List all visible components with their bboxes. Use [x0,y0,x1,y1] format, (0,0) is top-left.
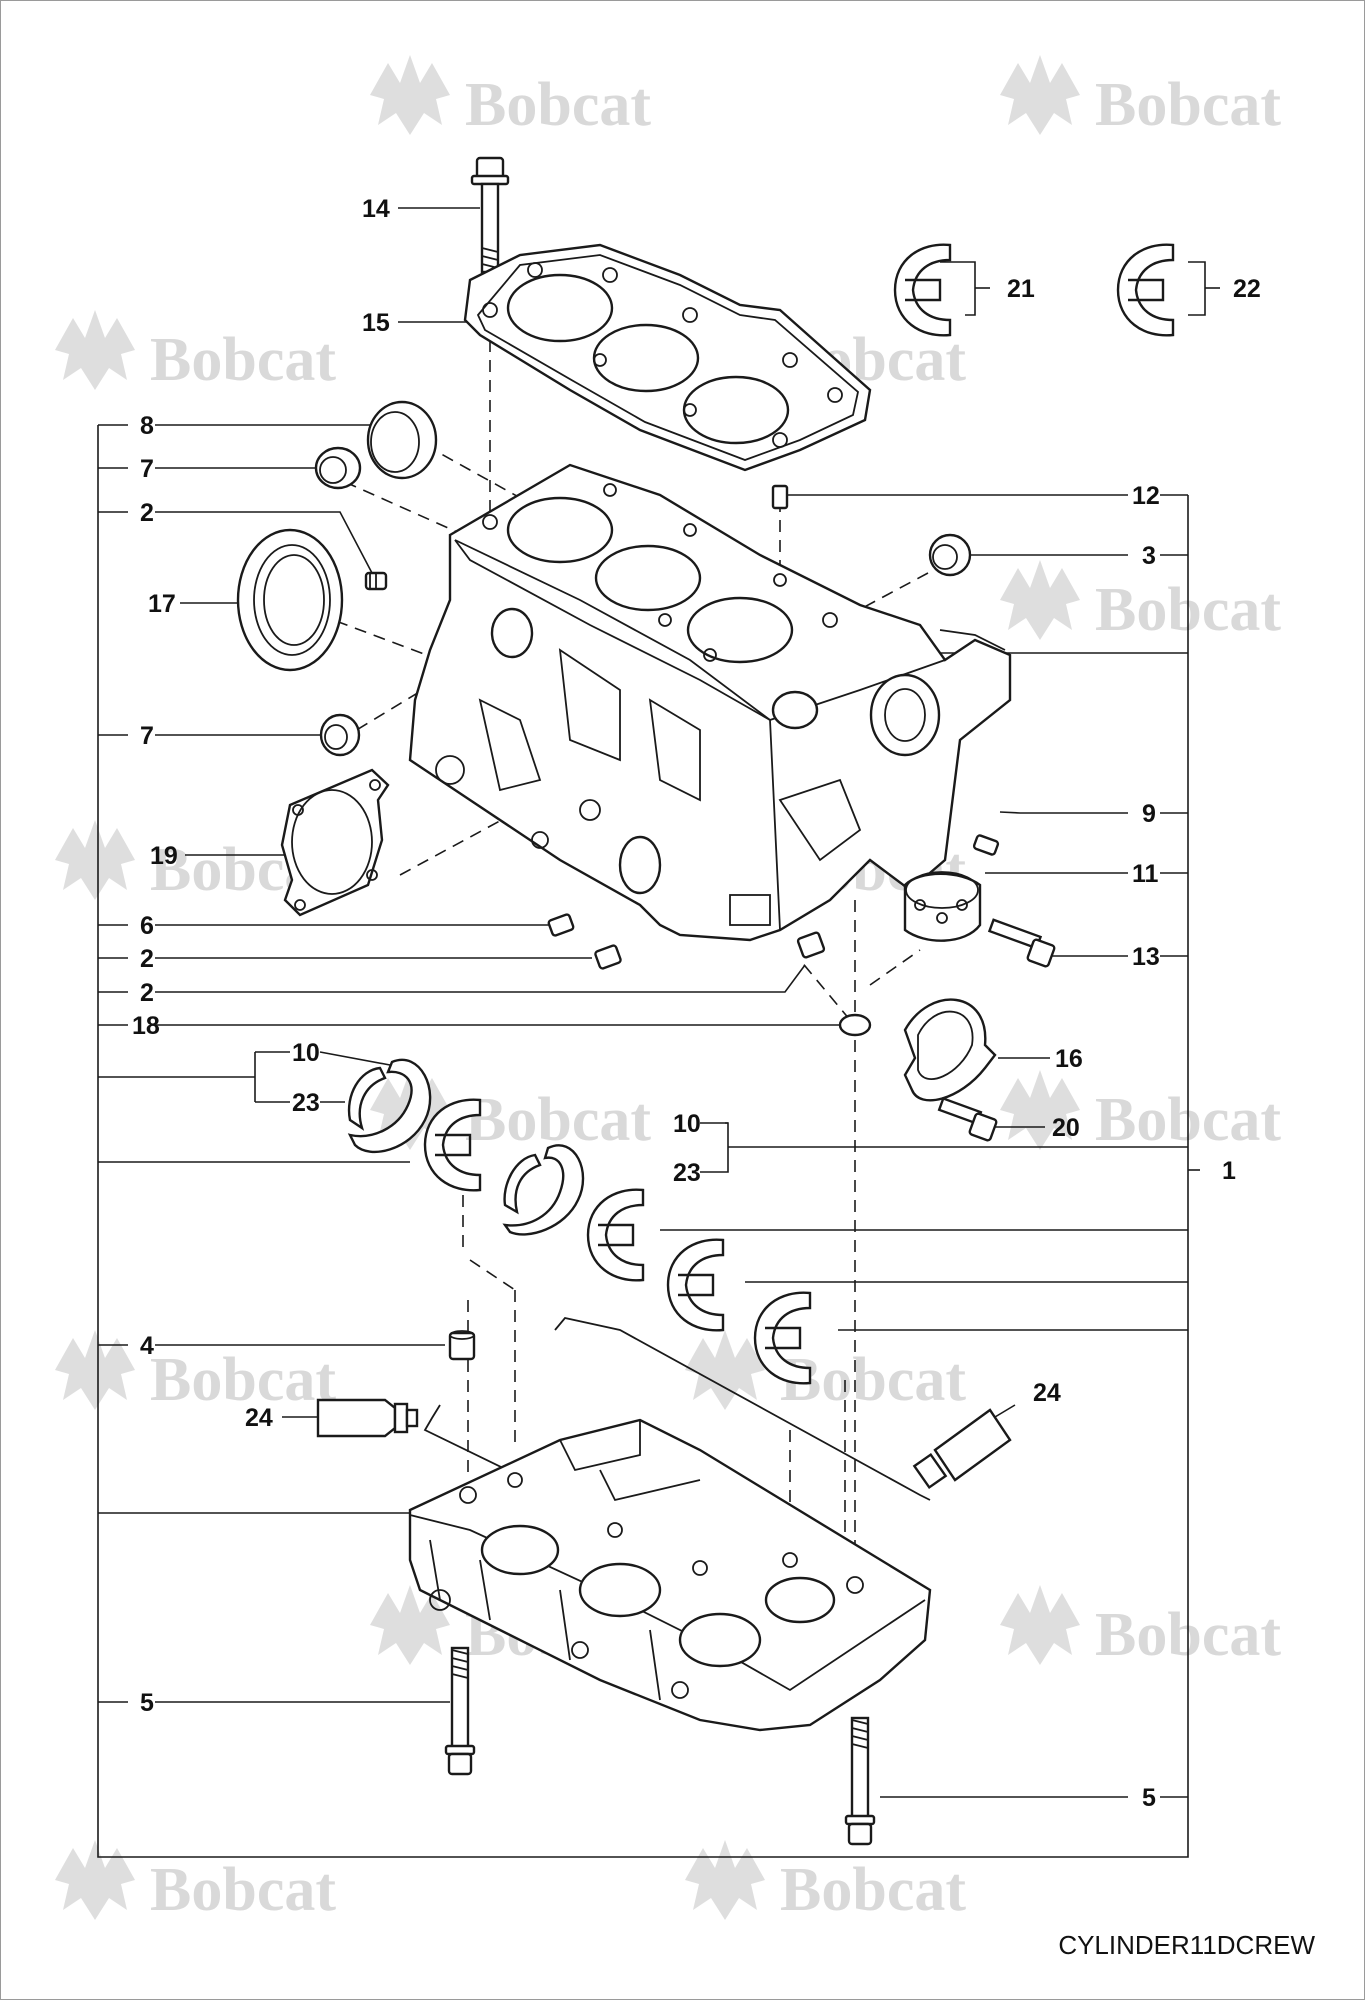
watermark: Bobcat [55,310,336,394]
plug-6 [547,913,575,937]
sealant-tube-right [912,1408,1012,1490]
callout-14: 14 [362,195,390,223]
callout-21: 21 [1007,275,1035,303]
callout-20: 20 [1052,1114,1080,1142]
oil-pump-cover [903,871,982,942]
callout-3: 3 [1142,542,1156,570]
crankcase-lower [408,1418,932,1732]
callout-19: 19 [150,842,178,870]
cover-gasket [280,768,390,917]
watermark-text: Bobcat [150,1856,336,1924]
callout-18: 18 [132,1012,160,1040]
watermark: Bobcat [55,1840,336,1924]
callout-2: 2 [140,499,154,527]
callout-8: 8 [140,412,154,440]
dowel-pin-12 [771,484,789,510]
watermark-text: Bobcat [1095,71,1281,139]
thrust-bearing-shell-21 [893,243,952,337]
head-bolt [470,156,510,274]
callout-1: 1 [1222,1157,1236,1185]
watermark: Bobcat [370,55,651,139]
watermark-text: Bobcat [465,71,651,139]
callout-7: 7 [140,455,154,483]
cylinder-block [408,463,1012,942]
callout-4: 4 [140,1332,154,1360]
callout-24: 24 [1033,1379,1061,1407]
head-gasket [463,243,872,472]
expansion-plug-side [319,713,361,757]
expansion-plug-large [366,400,438,480]
dowel-pin-9 [972,834,1000,856]
sealant-tube-left [316,1398,419,1438]
watermark: Bobcat [685,1330,966,1414]
callout-12: 12 [1132,482,1160,510]
watermark: Bobcat [1000,1585,1281,1669]
callout-5: 5 [1142,1784,1156,1812]
callout-24: 24 [245,1404,273,1432]
group-brackets [97,424,1200,1858]
watermark-text: Bobcat [780,1856,966,1924]
watermark: Bobcat [1000,1070,1281,1154]
main-bearing-shell-2 [586,1188,645,1282]
plug-screw [364,571,388,591]
callout-2: 2 [140,945,154,973]
callout-23: 23 [673,1159,701,1187]
callout-9: 9 [1142,800,1156,828]
dowel-bushing [448,1330,476,1361]
watermark-text: Bobcat [150,326,336,394]
gasket-bolt [937,1096,998,1142]
crankcase-bolt-right [844,1716,876,1846]
callout-6: 6 [140,912,154,940]
callout-5: 5 [140,1689,154,1717]
callout-17: 17 [148,590,176,618]
leader-lines [155,207,1220,1798]
callout-15: 15 [362,309,390,337]
watermark: Bobcat [55,1330,336,1414]
thrust-bearing-shell-22 [1116,243,1175,337]
callout-23: 23 [292,1089,320,1117]
callout-7: 7 [140,722,154,750]
thrust-washer-right [502,1144,585,1236]
watermark: Bobcat [370,1070,651,1154]
callout-2: 2 [140,979,154,1007]
callout-13: 13 [1132,943,1160,971]
watermark: Bobcat [1000,55,1281,139]
expansion-plug-small [314,446,362,490]
callout-labels: 14 15 21 22 8 7 2 17 7 19 6 2 2 18 12 3 … [132,195,1261,1812]
crankshaft-oil-seal [236,528,344,672]
main-bearing-shell-3 [666,1238,725,1332]
plug-2-side [796,931,826,959]
drawing-code: CYLINDER11DCREW [1058,1930,1315,1960]
callout-10: 10 [292,1039,320,1067]
watermark-text: Bobcat [150,1346,336,1414]
pump-gasket [903,998,997,1102]
callout-16: 16 [1055,1045,1083,1073]
callout-10: 10 [673,1110,701,1138]
plug-2-lower [594,944,622,970]
crankcase-bolt-left [444,1646,476,1776]
watermark-text: Bobcat [465,1086,651,1154]
dipstick-wire-upper [554,1317,931,1501]
parts [236,156,1175,1846]
callout-22: 22 [1233,275,1261,303]
watermark: Bobcat [1000,560,1281,644]
thrust-washer-left [347,1058,432,1154]
cover-bolt [987,918,1056,968]
o-ring [838,1013,872,1037]
callout-11: 11 [1132,860,1159,888]
watermark: Bobcat [685,1840,966,1924]
plug-3 [928,533,972,577]
